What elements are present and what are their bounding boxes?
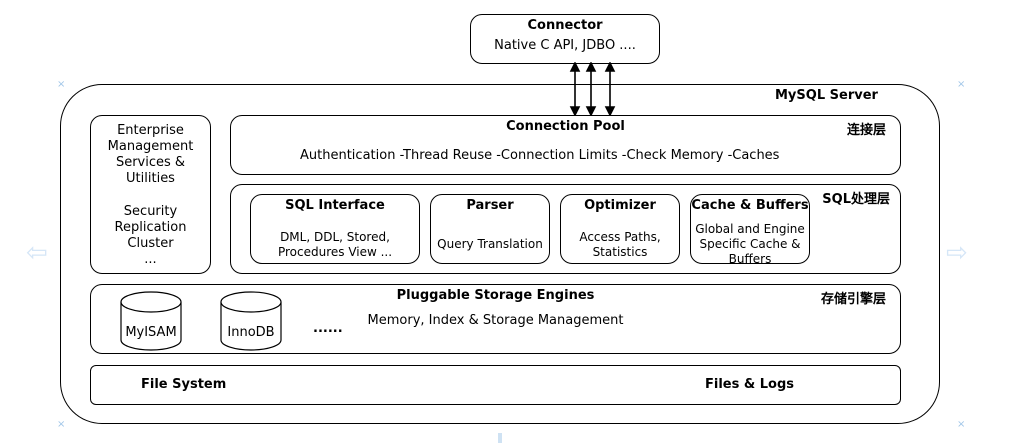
connection-pool-items: Authentication -Thread Reuse -Connection… <box>300 148 780 163</box>
innodb-cylinder-icon <box>220 291 282 351</box>
selection-marker-bottom-right: × <box>957 419 966 430</box>
management-line-5: Security <box>123 204 178 219</box>
storage-layer-label: 存储引擎层 <box>820 292 886 307</box>
optimizer-box: Optimizer Access Paths, Statistics <box>560 194 680 264</box>
selection-marker-top-left: × <box>57 79 66 90</box>
parser-title: Parser <box>466 198 514 213</box>
optimizer-title: Optimizer <box>584 198 656 213</box>
selection-marker-top-right: × <box>957 79 966 90</box>
connection-pool-box: Connection Pool 连接层 Authentication -Thre… <box>230 115 901 175</box>
sql-interface-desc-2: Procedures View ... <box>277 245 393 259</box>
management-line-8: ... <box>144 252 157 267</box>
cache-buffers-desc-2: Specific Cache & <box>699 237 801 251</box>
storage-engines-desc: Memory, Index & Storage Management <box>367 313 624 328</box>
selection-marker-bottom-left: × <box>57 419 66 430</box>
parser-desc: Query Translation <box>437 237 543 251</box>
management-line-1: Enterprise <box>117 123 184 138</box>
resize-left-arrow-icon[interactable]: ⇦ <box>26 238 48 268</box>
connection-layer-label: 连接层 <box>846 123 886 138</box>
sql-layer-label: SQL处理层 <box>822 192 890 207</box>
cache-buffers-box: Cache & Buffers Global and Engine Specif… <box>690 194 810 266</box>
parser-box: Parser Query Translation <box>430 194 550 264</box>
resize-right-arrow-icon[interactable]: ⇨ <box>946 238 968 268</box>
cache-buffers-desc-1: Global and Engine <box>695 222 805 236</box>
management-line-7: Cluster <box>127 236 174 251</box>
sql-interface-desc-1: DML, DDL, Stored, <box>280 230 390 244</box>
file-system-box: File System Files & Logs <box>90 365 901 405</box>
storage-engines-title: Pluggable Storage Engines <box>396 288 595 303</box>
management-line-6: Replication <box>114 220 187 235</box>
optimizer-desc-1: Access Paths, <box>579 230 661 244</box>
connection-pool-title: Connection Pool <box>506 119 625 134</box>
connector-title: Connector <box>527 18 603 33</box>
mysql-server-frame <box>60 84 940 424</box>
sql-interface-box: SQL Interface DML, DDL, Stored, Procedur… <box>250 194 420 264</box>
files-logs-label: Files & Logs <box>705 377 794 392</box>
innodb-label: InnoDB <box>227 325 275 340</box>
connector-arrows <box>569 62 616 116</box>
management-line-3: Services & <box>115 155 186 170</box>
management-services-box: Enterprise Management Services & Utiliti… <box>90 115 211 274</box>
file-system-label: File System <box>141 377 227 392</box>
myisam-cylinder-icon <box>120 291 182 351</box>
management-line-2: Management <box>107 139 194 154</box>
storage-engines-box: Pluggable Storage Engines 存储引擎层 Memory, … <box>90 284 901 354</box>
resize-bottom-handle[interactable] <box>498 433 502 443</box>
mysql-server-title: MySQL Server <box>775 88 878 103</box>
optimizer-desc-2: Statistics <box>592 245 648 259</box>
sql-interface-title: SQL Interface <box>285 198 385 213</box>
cache-buffers-desc-3: Buffers <box>728 252 772 266</box>
connector-box: Connector Native C API, JDBO .... <box>470 14 660 64</box>
myisam-label: MyISAM <box>125 325 177 340</box>
management-line-4: Utilities <box>126 171 175 186</box>
more-engines: ...... <box>313 321 343 336</box>
cache-buffers-title: Cache & Buffers <box>691 198 809 213</box>
connector-subtitle: Native C API, JDBO .... <box>494 38 636 53</box>
